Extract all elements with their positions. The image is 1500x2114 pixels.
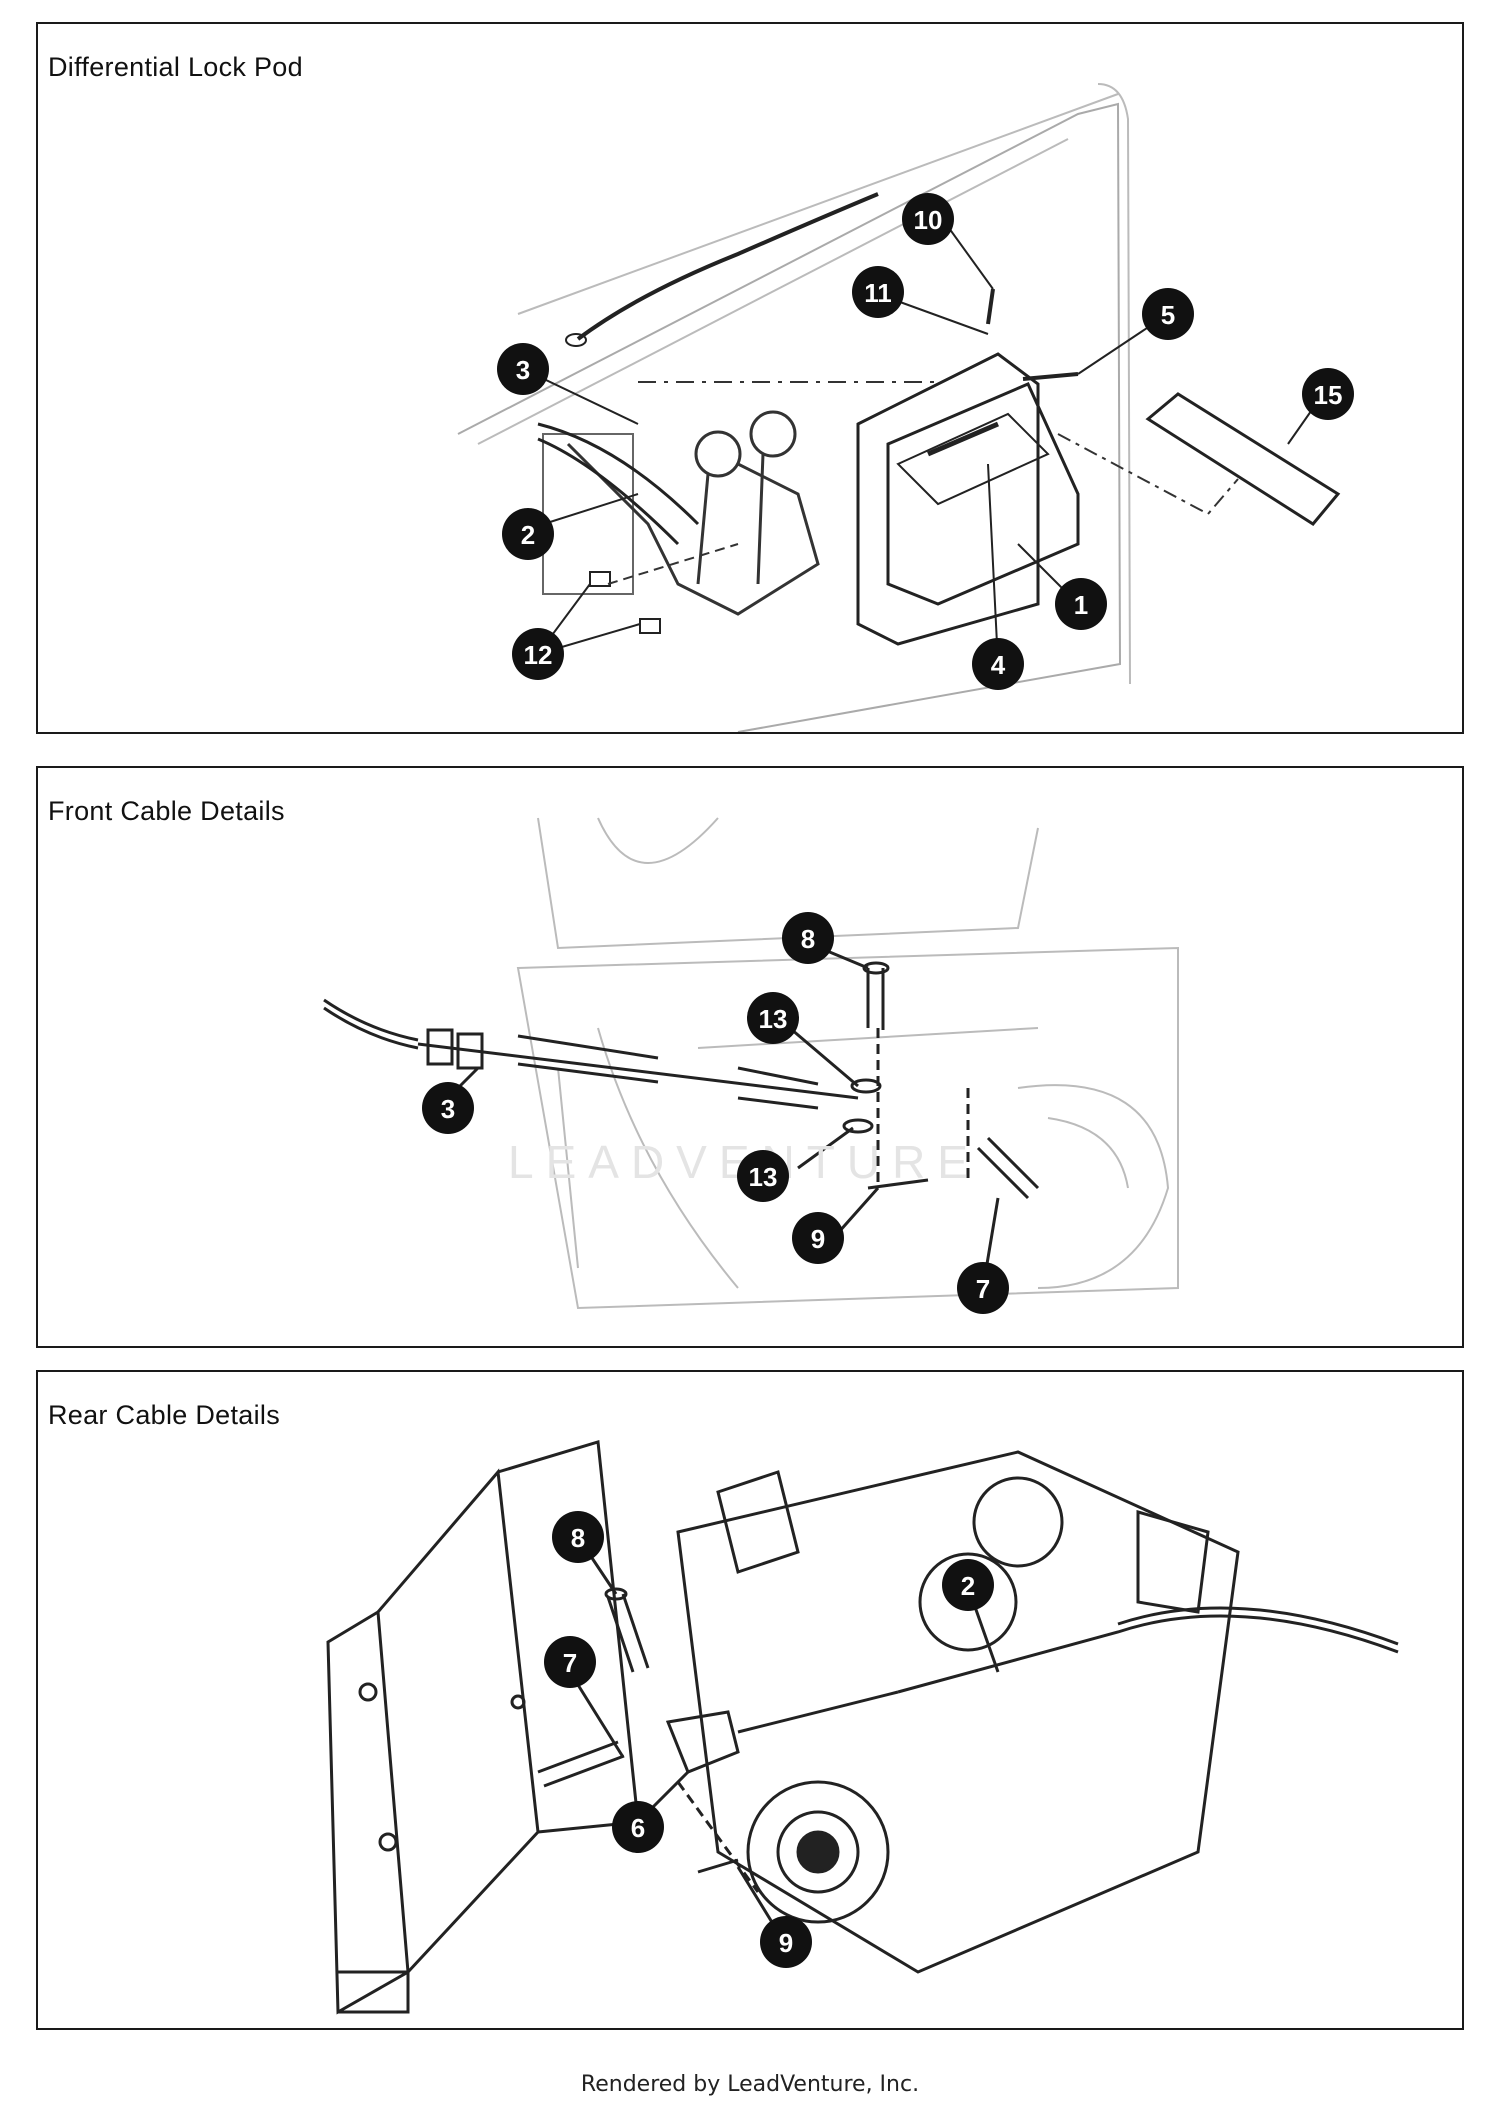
callout-13: 13: [749, 1162, 778, 1192]
diagram-front-cable-details: LEADVENTURE 8 13 3 13 9 7: [323, 817, 1179, 1314]
callout-5: 5: [1161, 300, 1175, 330]
callout-7: 7: [563, 1648, 577, 1678]
callout-3: 3: [441, 1094, 455, 1124]
callout-9: 9: [811, 1224, 825, 1254]
diagram-differential-lock-pod: 10 11 5 3 15 2 1 12 4: [457, 83, 1354, 732]
callout-13: 13: [759, 1004, 788, 1034]
callout-9: 9: [779, 1928, 793, 1958]
callout-2: 2: [521, 520, 535, 550]
callout-marker: [902, 193, 954, 245]
panel-title: Front Cable Details: [48, 796, 285, 826]
callout-4: 4: [991, 650, 1006, 680]
callout-3: 3: [516, 355, 530, 385]
callout-marker: [972, 638, 1024, 690]
callout-6: 6: [631, 1813, 645, 1843]
callout-8: 8: [571, 1523, 585, 1553]
callout-11: 11: [864, 278, 892, 308]
callout-marker: [497, 343, 549, 395]
callout-8: 8: [801, 924, 815, 954]
panel-differential-lock-pod: Differential Lock Pod: [36, 22, 1464, 734]
panel-rear-cable-details: Rear Cable Details: [36, 1370, 1464, 2030]
callout-2: 2: [961, 1571, 975, 1601]
callout-marker: [502, 508, 554, 560]
callout-marker: [512, 628, 564, 680]
panel-front-cable-details: Front Cable Details: [36, 766, 1464, 1348]
callout-1: 1: [1074, 590, 1088, 620]
callout-10: 10: [914, 205, 943, 235]
diagram-rear-cable-details: 8 2 7 6 9: [326, 1440, 1399, 2015]
callout-12: 12: [524, 640, 553, 670]
callout-marker: [1055, 578, 1107, 630]
callout-15: 15: [1314, 380, 1343, 410]
callout-7: 7: [976, 1274, 990, 1304]
footer-credit: Rendered by LeadVenture, Inc.: [580, 2072, 920, 2097]
callout-marker: [1302, 368, 1354, 420]
panel-title: Rear Cable Details: [48, 1400, 280, 1430]
panel-title: Differential Lock Pod: [48, 52, 303, 82]
callout-marker: [1142, 288, 1194, 340]
callout-marker: [852, 266, 904, 318]
callout-markers: [497, 193, 1354, 690]
